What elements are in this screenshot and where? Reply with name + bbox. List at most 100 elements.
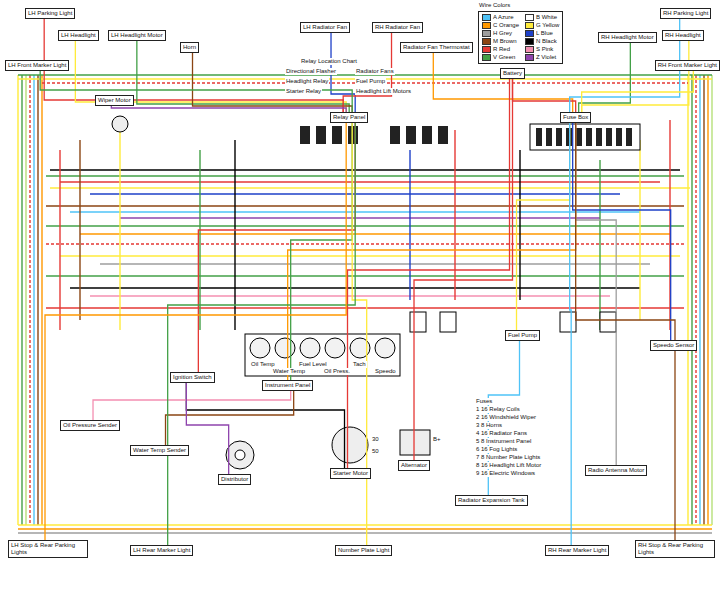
component-box: Fuel Pump [505,330,540,341]
distributor-symbol [235,450,245,460]
legend-swatch [525,38,534,45]
gauge-symbol [300,338,320,358]
harness-wire [707,75,708,525]
relay-symbol [438,126,448,144]
component-label: LH Radiator Fan [303,24,347,31]
harness-wire [711,75,712,525]
diagram-label: Relay Location Chart [300,58,358,65]
wire [100,263,650,264]
fuse-symbol [596,128,602,146]
relay-symbol [316,126,326,144]
wire [46,275,684,276]
harness-wire [41,75,42,525]
harness-wire [691,75,692,525]
component-label: Number Plate Light [338,547,389,554]
harness-wire [29,75,30,525]
legend-swatch [482,38,491,45]
diagram-label: Radiator Fans [355,68,395,75]
legend-swatch [482,46,491,53]
legend-swatch [525,54,534,61]
wire-connector [517,123,570,330]
wire-connector [166,391,294,445]
switch-symbol [410,312,426,332]
wire-connector [288,123,576,380]
harness-wire [703,75,704,525]
legend-entry: R Red [482,46,519,53]
component-label: Fuse Box [563,114,588,121]
diagram-label: Starter Relay [285,88,322,95]
relay-symbol [332,126,342,144]
gauge-symbol [250,338,270,358]
wire [50,187,690,188]
wire-connector [44,19,343,112]
component-label: LH Rear Marker Light [133,547,190,554]
component-box: Radio Antenna Motor [585,465,647,476]
wire [519,150,520,300]
legend-swatch [525,22,534,29]
component-label: Ignition Switch [173,374,212,381]
legend-text: L Blue [536,30,553,37]
component-box: RH Radiator Fan [372,22,423,33]
component-box: Instrument Panel [262,380,313,391]
wire-connector [576,123,617,465]
component-box: Horn [180,42,199,53]
wire-connector [513,79,576,112]
wire [199,150,200,330]
fuse-symbol [536,128,542,146]
fuse-symbol [546,128,552,146]
wire [46,225,684,226]
wire-connector [291,123,353,380]
component-label: Radiator Expansion Tank [458,497,525,504]
diagram-label: Directional Flasher [285,68,337,75]
switch-symbol [440,312,456,332]
diagram-label: Speedo [374,368,397,375]
component-box: RH Parking Light [660,8,711,19]
component-label: Relay Panel [333,114,365,121]
component-label: Speedo Sensor [653,342,694,349]
legend-swatch [482,30,491,37]
legend-swatch [482,22,491,29]
component-label: RH Front Marker Light [658,62,717,69]
wire [120,217,600,218]
component-label: Fuel Pump [508,332,537,339]
legend-text: M Brown [493,38,517,45]
fuse-symbol [606,128,612,146]
component-box: Ignition Switch [170,372,215,383]
legend-entry: N Black [525,38,559,45]
component-box: RH Headlight [662,30,704,41]
diagram-label: Wire Colors [478,2,511,9]
component-box: Radiator Expansion Tank [455,495,528,506]
wire [46,175,684,176]
wire-connector [40,71,352,112]
wire [59,150,60,330]
component-box: LH Front Marker Light [5,60,69,71]
harness-wire [33,75,34,525]
wire-connector [186,383,228,474]
component-label: LH Front Marker Light [8,62,66,69]
legend-entry: Z Violet [525,54,559,61]
component-label: Radio Antenna Motor [588,467,644,474]
component-box: Battery [500,68,525,79]
component-box: RH Headlight Motor [598,32,657,43]
fuse-symbol [626,128,632,146]
switch-symbol [560,312,576,332]
component-box: LH Stop & Rear Parking Lights [8,540,88,558]
component-label: Radiator Fan Thermostat [403,44,470,51]
wire-connector [352,123,367,545]
component-box: Water Temp Sender [130,445,189,456]
wire [454,130,455,300]
relay-symbol [390,126,400,144]
component-label: LH Parking Light [28,10,72,17]
legend-entry: H Grey [482,30,519,37]
diagram-label: 4 16 Radiator Fans [475,430,528,437]
relay-symbol [348,126,358,144]
legend-text: N Black [536,38,557,45]
wire-connector [45,123,346,540]
diagram-label: Tach [352,361,367,368]
legend-text: R Red [493,46,510,53]
harness-wire [37,75,38,525]
wire [46,307,684,308]
wire [639,140,640,320]
switch-symbol [600,312,616,332]
